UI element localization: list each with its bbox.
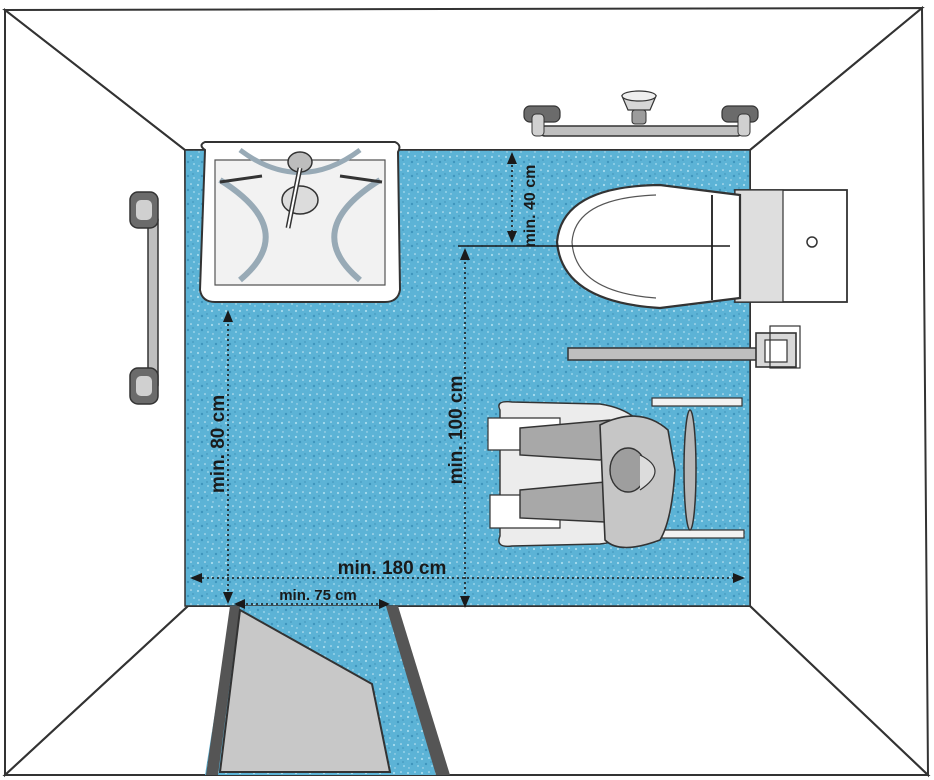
back-wall — [2, 6, 925, 151]
toilet-support-rail — [567, 325, 801, 369]
wheelchair-user — [487, 397, 745, 549]
door-frame-right — [386, 606, 450, 775]
dimension-toilet-clearance: min. 100 cm — [446, 245, 730, 608]
right-wall — [749, 5, 930, 778]
room-width-label: min. 180 cm — [338, 558, 447, 579]
toilet-clearance-label: min. 100 cm — [446, 376, 467, 485]
door-width-label: min. 75 cm — [279, 587, 357, 604]
flush-button — [806, 236, 818, 248]
left-wall — [4, 7, 190, 778]
dimension-room-width: min. 180 cm — [190, 558, 745, 583]
dimension-sink-clearance: min. 80 cm — [208, 310, 233, 604]
front-wall — [2, 605, 931, 776]
door-frame-left — [206, 606, 240, 775]
door — [206, 606, 450, 775]
door-leaf — [218, 608, 392, 773]
dimension-door-width: min. 75 cm — [234, 587, 390, 609]
dimension-toilet-axis: min. 40 cm — [507, 152, 539, 247]
wheelchair-wheel — [683, 409, 697, 531]
toilet-axis-label: min. 40 cm — [522, 165, 539, 248]
sink-clearance-label: min. 80 cm — [208, 395, 229, 493]
back-grab-bar — [523, 90, 759, 137]
left-grab-bar — [129, 191, 159, 405]
washbasin — [198, 141, 402, 303]
